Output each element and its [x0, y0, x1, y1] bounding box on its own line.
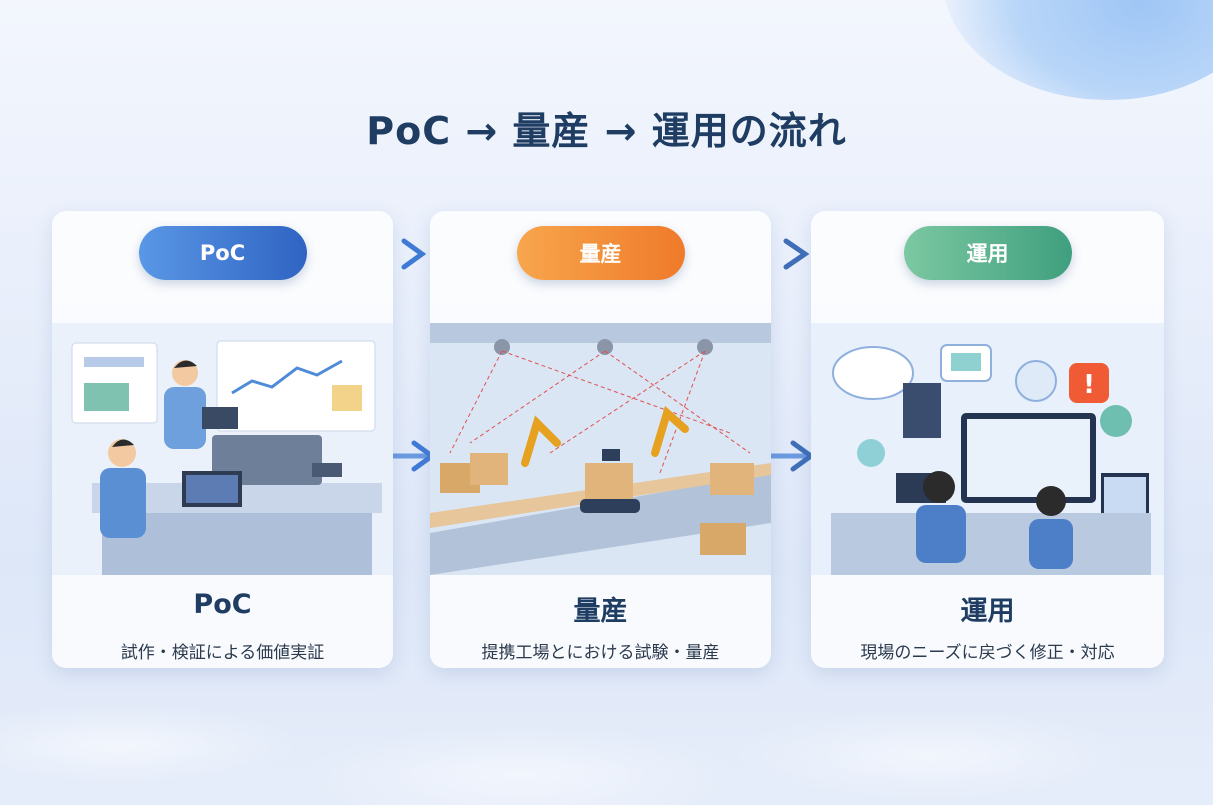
stage-heading-poc: PoC — [193, 589, 252, 620]
stage-description-operation: 現場のニーズに戻づく修正・対応 — [860, 643, 1115, 663]
stage-card-operation: 運用 ! 運用 現場のニーズに戻づく修正・対応 — [811, 211, 1164, 668]
stage-pill-production: 量産 — [516, 226, 685, 280]
svg-text:!: ! — [1083, 370, 1095, 400]
stage-pill-poc: PoC — [138, 226, 307, 280]
operation-monitoring-scene-icon: ! — [811, 323, 1164, 575]
stage-heading-operation: 運用 — [960, 596, 1015, 627]
stage-card-production: 量産 量産 提携工場とにおける試験・量産 — [430, 211, 771, 668]
stage-description-poc: 試作・検証による価値実証 — [120, 643, 325, 663]
poc-development-scene-icon — [52, 323, 393, 575]
page-title: PoC → 量産 → 運用の流れ — [366, 109, 847, 153]
stage-description-production: 提携工場とにおける試験・量産 — [481, 643, 720, 663]
factory-robot-scene-icon — [430, 323, 771, 575]
stage-card-poc: PoC PoC 試作・検証による価値実証 — [52, 211, 393, 668]
stage-pill-operation: 運用 — [903, 226, 1072, 280]
stage-heading-production: 量産 — [573, 596, 628, 627]
